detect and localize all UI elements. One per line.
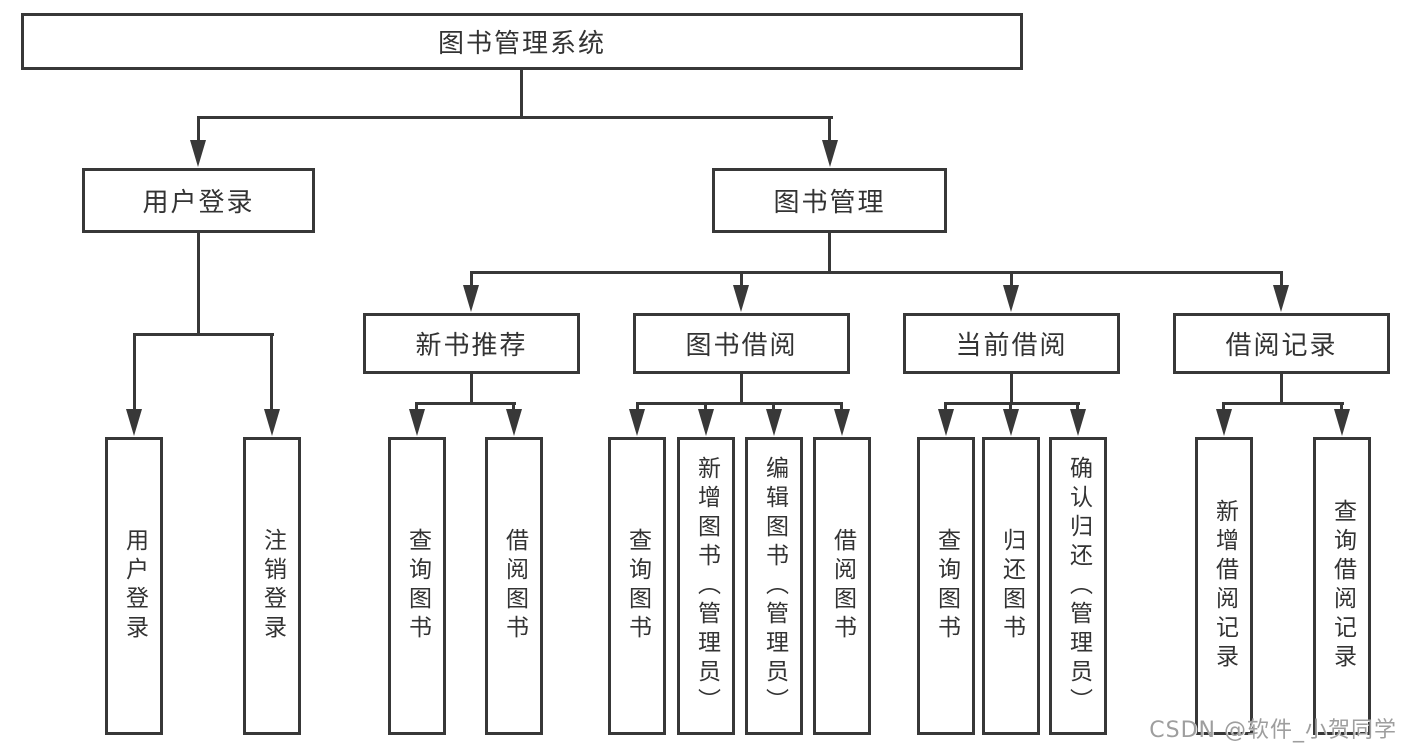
arrow-down-icon <box>1216 409 1232 436</box>
arrow-down-icon <box>938 409 954 436</box>
leaf-br-add-record: 新增借阅记录 <box>1195 437 1253 735</box>
connector-line <box>197 233 200 336</box>
connector-line <box>1280 271 1283 288</box>
arrow-down-icon <box>1273 285 1289 312</box>
arrow-down-icon <box>190 140 206 167</box>
leaf-bb-add-books-admin: 新增图书（管理员） <box>677 437 735 735</box>
connector-line <box>828 233 831 274</box>
arrow-down-icon <box>629 409 645 436</box>
connector-line <box>636 402 843 405</box>
connector-line <box>636 402 639 411</box>
connector-line <box>772 402 775 411</box>
connector-line <box>740 271 743 288</box>
arrow-down-icon <box>409 409 425 436</box>
connector-line <box>416 402 516 405</box>
connector-line <box>704 402 707 411</box>
node-book-mgmt: 图书管理 <box>712 168 947 233</box>
arrow-down-icon <box>1334 409 1350 436</box>
arrow-down-icon <box>1003 409 1019 436</box>
node-current-borrow: 当前借阅 <box>903 313 1120 374</box>
node-book-borrow: 图书借阅 <box>633 313 850 374</box>
arrow-down-icon <box>822 140 838 167</box>
connector-line <box>512 402 515 411</box>
arrow-down-icon <box>698 409 714 436</box>
arrow-down-icon <box>1070 409 1086 436</box>
arrow-down-icon <box>506 409 522 436</box>
leaf-cb-query-books: 查询图书 <box>917 437 975 735</box>
connector-line <box>828 116 831 143</box>
connector-line <box>1010 271 1013 288</box>
connector-line <box>1222 402 1225 411</box>
leaf-bb-edit-books-admin: 编辑图书（管理员） <box>745 437 803 735</box>
arrow-down-icon <box>733 285 749 312</box>
connector-line <box>1280 374 1283 405</box>
connector-line <box>944 402 947 411</box>
arrow-down-icon <box>834 409 850 436</box>
node-new-book-rec: 新书推荐 <box>363 313 580 374</box>
node-user-login: 用户登录 <box>82 168 315 233</box>
connector-line <box>740 374 743 405</box>
arrow-down-icon <box>463 285 479 312</box>
leaf-br-query-record: 查询借阅记录 <box>1313 437 1371 735</box>
connector-line <box>197 116 200 143</box>
node-borrow-record: 借阅记录 <box>1173 313 1390 374</box>
connector-line <box>1340 402 1343 411</box>
arrow-down-icon <box>264 409 280 436</box>
connector-line <box>133 333 136 411</box>
connector-line <box>840 402 843 411</box>
connector-line <box>415 402 418 411</box>
connector-line <box>1009 402 1012 411</box>
connector-line <box>470 374 473 405</box>
leaf-cb-confirm-return-admin: 确认归还（管理员） <box>1049 437 1107 735</box>
leaf-bb-borrow-books: 借阅图书 <box>813 437 871 735</box>
connector-line <box>133 333 274 336</box>
arrow-down-icon <box>126 409 142 436</box>
connector-line <box>470 271 1283 274</box>
connector-line <box>270 333 273 411</box>
connector-line <box>520 69 523 119</box>
csdn-watermark: CSDN @软件_小贺同学 <box>1149 718 1397 743</box>
connector-line <box>944 402 1080 405</box>
node-root: 图书管理系统 <box>21 13 1023 70</box>
connector-line <box>470 271 473 288</box>
leaf-nbr-query-books: 查询图书 <box>388 437 446 735</box>
connector-line <box>197 116 833 119</box>
connector-line <box>1076 402 1079 411</box>
leaf-cb-return-books: 归还图书 <box>982 437 1040 735</box>
leaf-bb-query-books: 查询图书 <box>608 437 666 735</box>
arrow-down-icon <box>766 409 782 436</box>
connector-line <box>1010 374 1013 405</box>
leaf-nbr-borrow-books: 借阅图书 <box>485 437 543 735</box>
leaf-logout: 注销登录 <box>243 437 301 735</box>
arrow-down-icon <box>1003 285 1019 312</box>
leaf-user-login: 用户登录 <box>105 437 163 735</box>
connector-line <box>1222 402 1344 405</box>
